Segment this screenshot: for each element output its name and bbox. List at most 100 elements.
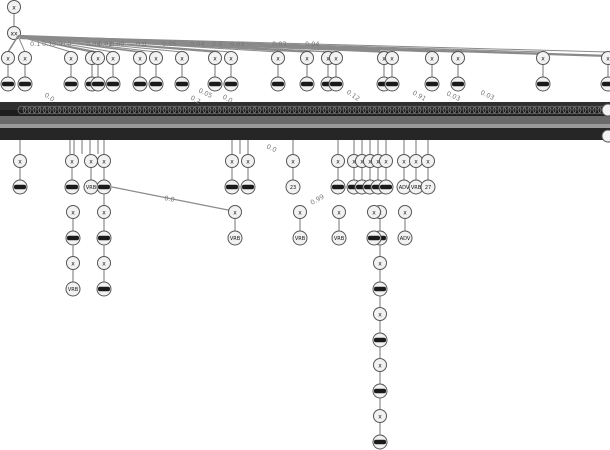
band-node [167,105,177,115]
node-symbol: x [384,158,388,165]
node-symbol: x [96,55,100,62]
node-symbol: x [138,55,142,62]
tree-node [228,205,242,219]
band-node [387,105,397,115]
node-symbol: x [213,55,217,62]
band-node [182,105,192,115]
tree-node [293,205,307,219]
band-node [227,105,237,115]
tag-pill [272,81,284,87]
tag-pill [134,81,146,87]
band-node [432,105,442,115]
edge-weight-label: 0.0 [61,40,71,48]
tag-pill [330,81,342,87]
node-symbol: x [378,413,382,420]
band-node [467,105,477,115]
band-node [427,105,437,115]
tree-node [373,307,387,321]
band-node [417,105,427,115]
node-symbol: x [402,158,406,165]
band-node [362,105,372,115]
tag-pill [66,184,78,190]
band-node [507,105,517,115]
tag-symbol: VRB [411,185,422,191]
tag-pill [98,184,110,190]
edge-weight-label: 0.1 [42,40,52,48]
tag-node [285,179,301,195]
band-node [337,105,347,115]
tree-node [367,205,381,219]
tag-symbol: ADV [399,185,410,191]
tree-node [451,51,465,65]
band-node [202,105,212,115]
band-node [117,105,127,115]
node-symbol: x [71,260,75,267]
tag-pill [150,81,162,87]
band-node [512,105,522,115]
node-symbol: x [69,55,73,62]
band-node [557,105,567,115]
tree-node [149,51,163,65]
node-symbol: x [352,158,356,165]
band-node [367,105,377,115]
edge-weight-label: 0.0 [43,91,56,103]
tree-node [225,154,239,168]
band-node [532,105,542,115]
band-node [352,105,362,115]
node-symbol: x [102,209,106,216]
band-node [292,105,302,115]
tree-node [329,51,343,65]
edge [111,186,234,212]
tag-node [420,179,436,195]
node-symbol: x [326,55,330,62]
edge [19,36,381,53]
band-node [297,105,307,115]
node-symbol: x [426,158,430,165]
band-node [22,105,32,115]
band-node [247,105,257,115]
tag-symbol: VRB [334,236,345,242]
node-symbol: x [456,55,460,62]
band-node [147,105,157,115]
tree-node [97,154,111,168]
band-node [562,105,572,115]
tree-node [66,256,80,270]
tree-node [421,154,435,168]
band-node [522,105,532,115]
node-symbol: x [378,311,382,318]
tree-node [601,51,610,65]
band-node [187,105,197,115]
band-node [157,105,167,115]
band-node [127,105,137,115]
band-node [347,105,357,115]
node-symbol: x [378,260,382,267]
tree-node [97,256,111,270]
band-node [232,105,242,115]
band-node [472,105,482,115]
edge-weight-label: 0.91 [411,89,428,103]
node-symbol: x [376,158,380,165]
edge-weight-label: 0.02 [98,40,112,48]
edge [7,35,19,53]
edge-weight-label: 0.03 [479,89,496,102]
band-mid [0,116,610,124]
band-node [102,105,112,115]
tag-pill [226,184,238,190]
tag-pill [452,81,464,87]
band-node [382,105,392,115]
tree-node [1,51,15,65]
tag-pill [2,81,14,87]
node-symbol: x [382,55,386,62]
tag-pill [386,81,398,87]
tree-node [97,205,111,219]
band-node [87,105,97,115]
node-symbol: x [403,209,407,216]
tag-pill [301,81,313,87]
band-node [582,105,592,115]
tag-node [397,230,413,246]
band-node [407,105,417,115]
node-symbol: x [70,158,74,165]
edge-weight-label: 0.1 [30,40,40,48]
band-node [277,105,287,115]
edge-weight-label: 0.99 [309,193,326,207]
